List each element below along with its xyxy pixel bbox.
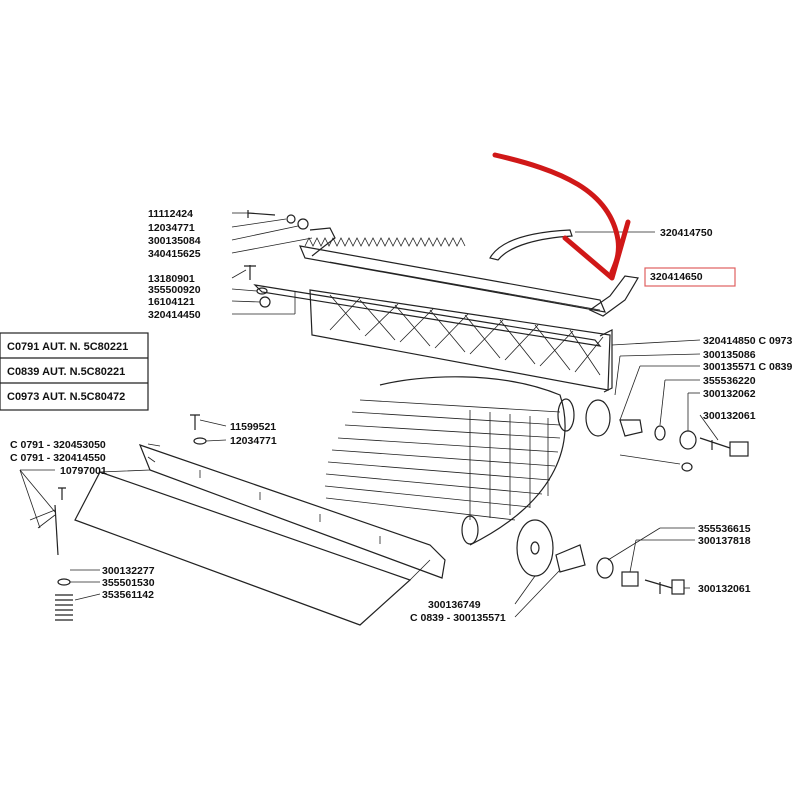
label-11599521: 11599521 <box>230 421 276 433</box>
label-300135084: 300135084 <box>148 235 201 247</box>
label-320414750: 320414750 <box>660 227 713 239</box>
part-labels: 11112424 12034771 300135084 340415625 13… <box>10 208 792 624</box>
left-rod-assembly <box>29 414 207 621</box>
bracket-320414650 <box>588 275 639 317</box>
highlight-box <box>644 267 736 287</box>
label-300132277: 300132277 <box>102 565 155 577</box>
label-300135571: 300135571 C 0839 <box>703 361 792 373</box>
label-12034771-top: 12034771 <box>148 222 195 234</box>
label-320414450: 320414450 <box>148 309 201 321</box>
label-10797001: 10797001 <box>60 465 107 477</box>
label-355501530: 355501530 <box>102 577 155 589</box>
label-355536615: 355536615 <box>698 523 751 535</box>
label-12034771-mid: 12034771 <box>230 435 277 447</box>
label-16104121: 16104121 <box>148 296 195 308</box>
label-300132061-top: 300132061 <box>703 410 756 422</box>
label-13180901: 13180901 <box>148 273 195 285</box>
comb-bar <box>253 237 606 347</box>
cover-plate <box>74 444 446 626</box>
label-300132061-bottom: 300132061 <box>698 583 751 595</box>
mesh-panel <box>309 289 613 393</box>
label-c0839-300135571: C 0839 - 300135571 <box>410 612 506 624</box>
label-320414850: 320414850 C 0973 <box>703 335 792 347</box>
label-353561142: 353561142 <box>102 589 154 601</box>
label-300135086: 300135086 <box>703 349 756 361</box>
label-340415625: 340415625 <box>148 248 201 260</box>
label-300137818: 300137818 <box>698 535 751 547</box>
serial-box-table: C0791 AUT. N. 5C80221 C0839 AUT. N.5C802… <box>0 332 149 411</box>
concave-grate <box>324 376 575 546</box>
serial-box-c0839: C0839 AUT. N.5C80221 <box>7 366 125 378</box>
serial-box-c0973: C0973 AUT. N.5C80472 <box>7 391 125 403</box>
label-355536220: 355536220 <box>703 375 756 387</box>
leader-lines <box>19 212 719 618</box>
label-c0791-320414550: C 0791 - 320414550 <box>10 452 106 464</box>
highlight-arrow <box>492 152 631 281</box>
serial-box-c0791: C0791 AUT. N. 5C80221 <box>7 341 128 353</box>
lever-320414750 <box>489 229 573 261</box>
label-300136749: 300136749 <box>428 599 481 611</box>
label-300132062: 300132062 <box>703 388 756 400</box>
label-11112424: 11112424 <box>148 208 193 220</box>
label-c0791-320453050: C 0791 - 320453050 <box>10 439 106 451</box>
label-355500920: 355500920 <box>148 284 201 296</box>
top-hardware <box>244 210 336 308</box>
label-320414650: 320414650 <box>650 271 703 283</box>
right-hardware-lower <box>516 519 685 595</box>
